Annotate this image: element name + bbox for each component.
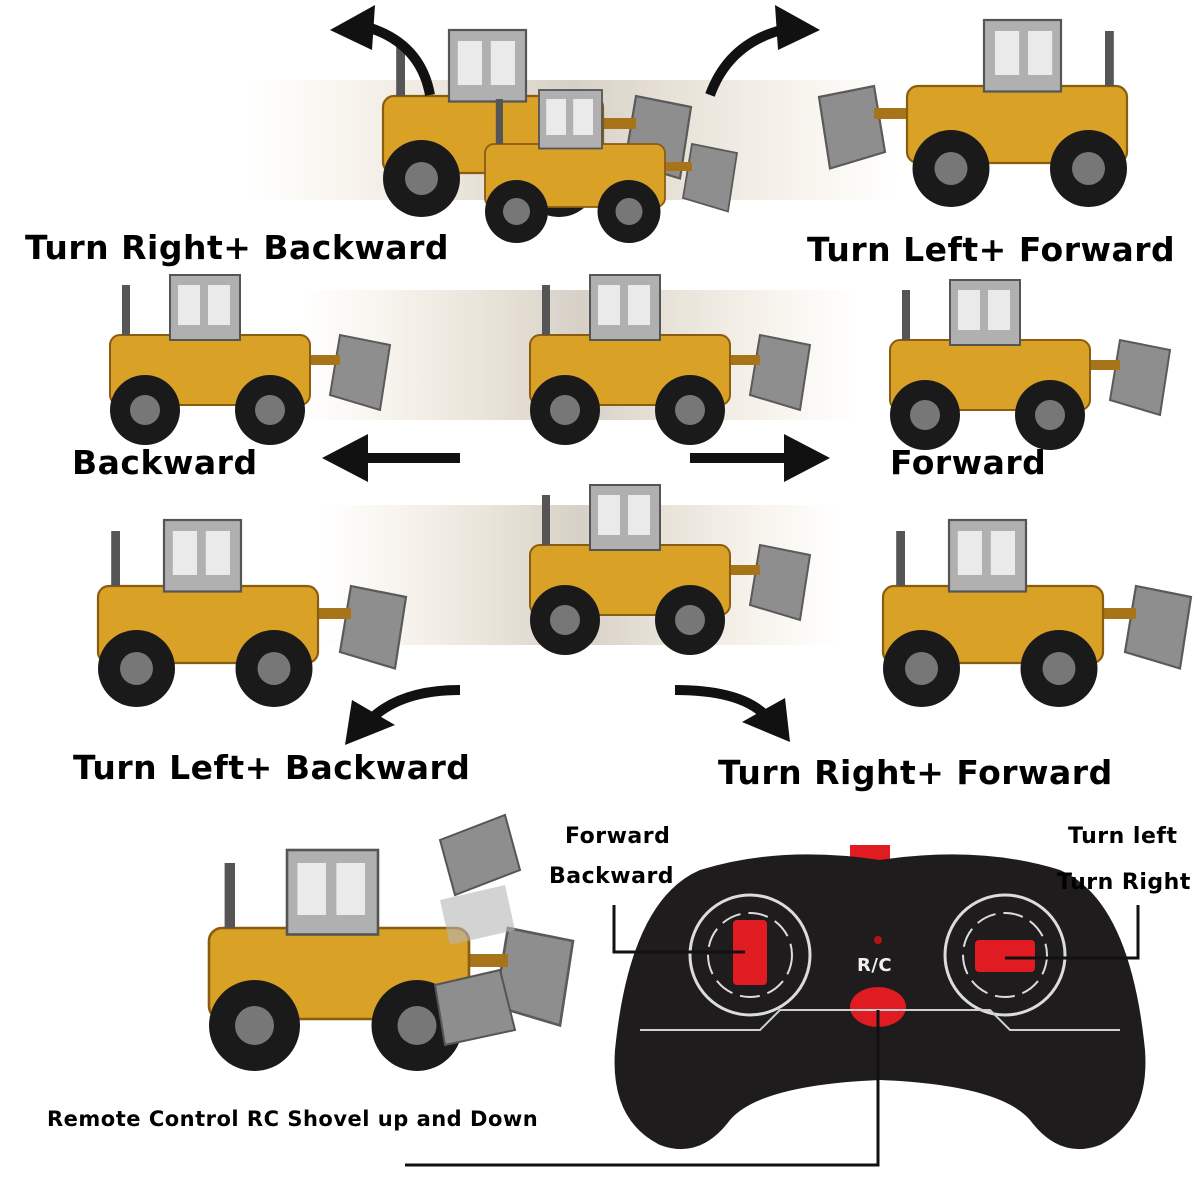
label-turn-left-forward: Turn Left+ Forward <box>807 230 1176 269</box>
curved-arrow-icon <box>674 685 769 719</box>
bucket-raised-image <box>438 813 522 897</box>
label-remote-turn-right: Turn Right <box>1057 870 1191 895</box>
arrowhead-icon <box>345 700 395 745</box>
arrowhead-icon <box>775 5 820 50</box>
arrowhead-icon <box>784 434 830 482</box>
arrowhead-icon <box>742 698 790 742</box>
remote-badge: R/C <box>857 955 893 976</box>
bucket-lowered-image <box>433 968 517 1047</box>
bucket-mid-image <box>440 885 515 945</box>
remote-controller <box>614 845 1146 1150</box>
curved-arrow-icon <box>366 685 461 724</box>
truck-image <box>881 518 1193 709</box>
label-remote-backward: Backward <box>549 864 675 889</box>
label-turn-right-backward: Turn Right+ Backward <box>25 228 449 267</box>
truck-image <box>889 279 1171 451</box>
right-stick <box>975 940 1035 972</box>
shovel-button <box>850 987 906 1027</box>
power-led <box>874 936 882 944</box>
label-turn-left-backward: Turn Left+ Backward <box>73 748 471 787</box>
arrowhead-icon <box>330 5 375 50</box>
truck-image <box>207 848 575 1073</box>
label-turn-right-forward: Turn Right+ Forward <box>718 753 1113 792</box>
label-remote-forward: Forward <box>565 824 671 849</box>
leader-line <box>612 905 745 954</box>
arrowhead-icon <box>322 434 368 482</box>
leader-line <box>405 1010 880 1167</box>
label-remote-turn-left: Turn left <box>1068 824 1178 849</box>
label-forward: Forward <box>890 443 1047 482</box>
left-stick <box>733 920 767 985</box>
label-backward: Backward <box>72 443 258 482</box>
leader-line <box>1005 905 1140 960</box>
caption-shovel: Remote Control RC Shovel up and Down <box>47 1107 539 1131</box>
